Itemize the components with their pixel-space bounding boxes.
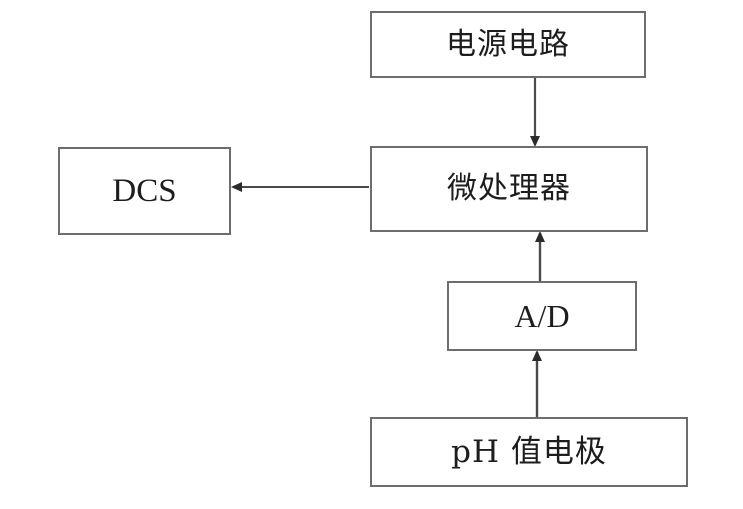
node-ad-converter[interactable]: A/D xyxy=(447,281,637,351)
node-dcs[interactable]: DCS xyxy=(58,147,231,235)
node-ad-converter-label: A/D xyxy=(514,298,570,334)
node-dcs-label: DCS xyxy=(112,172,177,209)
node-power-circuit[interactable]: 电源电路 xyxy=(370,11,646,78)
node-microprocessor[interactable]: 微处理器 xyxy=(370,146,648,232)
node-ph-electrode-label: pH 值电极 xyxy=(451,433,607,470)
node-microprocessor-label: 微处理器 xyxy=(447,171,571,206)
node-ph-electrode[interactable]: pH 值电极 xyxy=(370,417,688,487)
node-power-circuit-label: 电源电路 xyxy=(446,26,570,62)
